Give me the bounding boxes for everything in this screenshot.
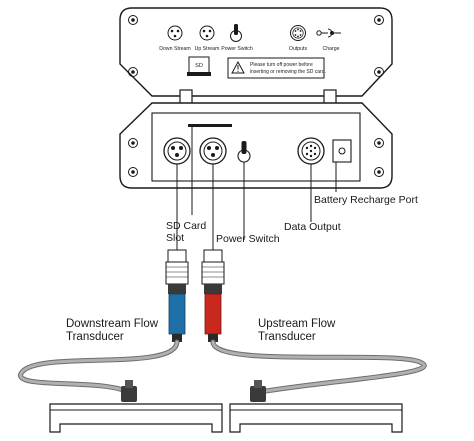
callout-power-switch: Power Switch (216, 233, 280, 245)
lid-label-charge: Charge (322, 46, 339, 52)
downstream-transducer (49, 380, 223, 433)
power-switch-icon (230, 24, 242, 42)
downstream-connector-icon (167, 25, 183, 41)
lid-label-outputs: Outputs (289, 46, 308, 52)
svg-text:SD: SD (195, 63, 203, 69)
label-downstream-line2: Transducer (66, 331, 124, 343)
warning-text-line1: Please turn off power before (250, 62, 313, 68)
sd-card-slot (188, 124, 232, 127)
downstream-port (163, 137, 191, 165)
label-upstream-line1: Upstream Flow (258, 318, 336, 330)
upstream-connector-icon (199, 25, 215, 41)
warning-text-line2: inserting or removing the SD card. (250, 69, 326, 75)
callout-lines (191, 127, 337, 240)
lid-label-upstream: Up Stream (195, 46, 220, 52)
label-downstream-line1: Downstream Flow (66, 318, 159, 330)
transducer-cables (18, 339, 427, 395)
upstream-transducer (229, 380, 403, 433)
battery-recharge-port (332, 139, 352, 163)
callout-data-output: Data Output (284, 221, 341, 233)
lid-panel: Down Stream Up Stream Power Switch Outpu… (119, 7, 393, 97)
lid-label-power-switch: Power Switch (221, 46, 253, 52)
sd-card-icon: SD (187, 56, 211, 76)
callout-sd-card-line1: SD Card (166, 220, 206, 232)
downstream-cable-connector (165, 164, 189, 342)
hinges (179, 89, 337, 107)
upstream-cable-connector (201, 164, 225, 342)
data-output-port (297, 137, 325, 165)
outputs-connector-icon (290, 25, 306, 41)
lid-label-downstream: Down Stream (159, 46, 190, 52)
callout-battery-recharge-port: Battery Recharge Port (314, 194, 418, 206)
warning-notice: Please turn off power before inserting o… (227, 57, 326, 79)
callout-sd-card-line2: Slot (166, 232, 184, 244)
charge-polarity-icon (316, 28, 341, 38)
label-upstream-line2: Transducer (258, 331, 316, 343)
